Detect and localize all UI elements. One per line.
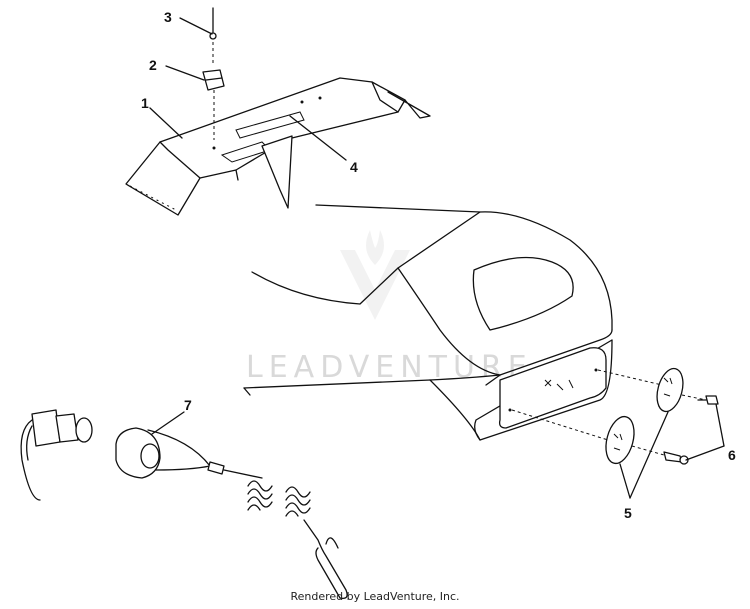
decal-disc-lower — [605, 415, 665, 465]
hood-panel — [125, 77, 431, 216]
screw-lower — [663, 451, 689, 465]
cap-part — [115, 427, 263, 479]
callout-6: 6 — [728, 447, 736, 463]
screw-upper — [697, 395, 719, 405]
callout-2: 2 — [149, 57, 157, 73]
snap-hook — [303, 519, 348, 599]
callout-4: 4 — [350, 159, 358, 175]
decal-disc-upper — [656, 367, 707, 413]
spring-right — [285, 486, 311, 517]
callout-3: 3 — [164, 9, 172, 25]
watermark-text: LEADVENTURE — [246, 350, 533, 385]
spring-left — [247, 480, 273, 511]
connector-part — [20, 409, 93, 501]
callout-1: 1 — [141, 95, 149, 111]
screw-part — [209, 7, 217, 66]
clip-part — [202, 69, 225, 140]
leader-lines — [149, 17, 725, 499]
footer-credit: Rendered by LeadVenture, Inc. — [290, 590, 460, 603]
callout-7: 7 — [184, 397, 192, 413]
watermark-logo — [340, 230, 410, 320]
callout-5: 5 — [624, 505, 632, 521]
cowl-body — [243, 204, 663, 441]
